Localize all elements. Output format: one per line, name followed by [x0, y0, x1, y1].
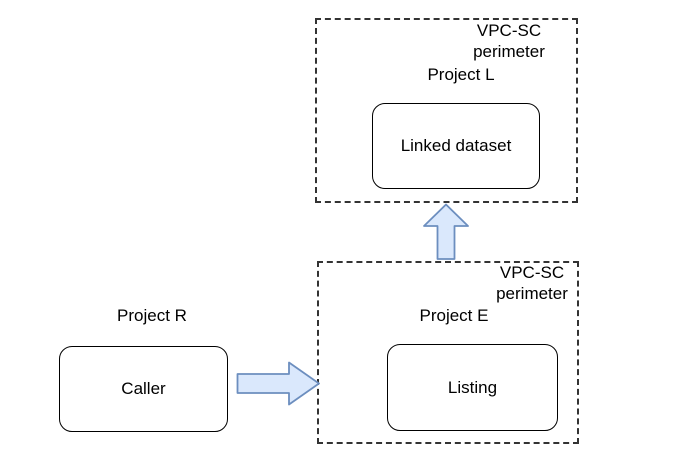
arrow-up-listing-to-linked-dataset	[423, 203, 469, 260]
linked-dataset-node: Linked dataset	[372, 103, 540, 189]
up-arrow-icon	[423, 203, 469, 260]
listing-node: Listing	[387, 344, 558, 431]
vpc-sc-perimeter-project-e	[317, 261, 579, 444]
right-arrow-icon	[236, 361, 320, 406]
vpc-sc-perimeter-label-bottom: VPC-SC perimeter	[496, 263, 568, 303]
caller-node-label: Caller	[121, 379, 166, 398]
project-l-label: Project L	[427, 65, 495, 84]
linked-dataset-node-label: Linked dataset	[400, 136, 512, 155]
project-r-label: Project R	[117, 306, 187, 325]
arrow-right-caller-to-listing	[236, 361, 320, 406]
vpc-sc-perimeter-label-top: VPC-SC perimeter	[473, 21, 545, 61]
project-e-label: Project E	[419, 306, 489, 325]
vpc-sc-perimeter-project-l	[315, 18, 578, 203]
listing-node-label: Listing	[447, 377, 498, 397]
caller-node: Caller	[59, 346, 228, 432]
